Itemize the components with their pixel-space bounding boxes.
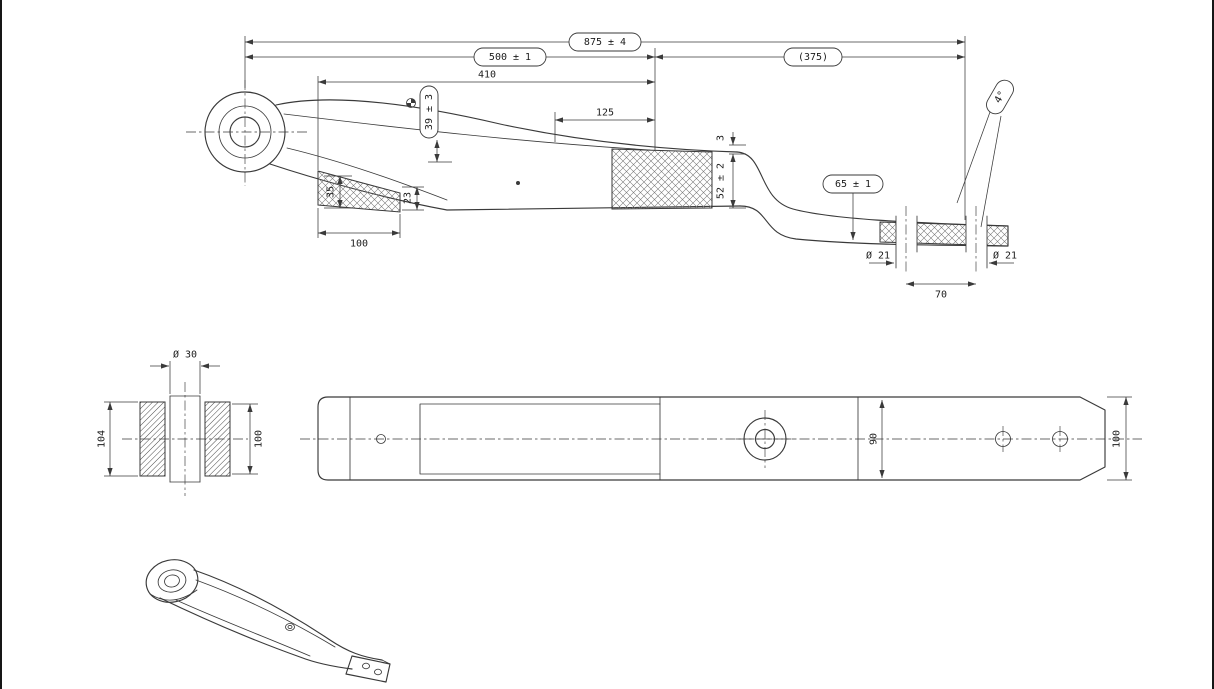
dim-end-width: 100 [1112, 430, 1123, 448]
hole-right-clear [966, 220, 987, 248]
dim-inner-width: 100 [254, 430, 265, 448]
eye-bore-circle [229, 116, 261, 148]
eye-outer-circle [204, 91, 286, 173]
stadium-875 [568, 32, 642, 52]
plan-small-hole-left [376, 434, 386, 444]
dim-eye-thickness: 39 ± 3 [424, 94, 435, 130]
dim-bore-dia: Ø 30 [173, 349, 197, 361]
sheet-edge-right [1212, 0, 1214, 689]
arm-bottom-bend [739, 205, 1009, 247]
iso-eye-rim [149, 589, 198, 601]
iso-end-plate [345, 655, 391, 683]
eye-bush-circle [218, 105, 272, 159]
dim-23-group: 23 [403, 192, 414, 204]
iso-arm-top-edge [193, 569, 383, 661]
dim-pad-thickness: 23 [403, 192, 414, 204]
angle-leader-2 [980, 115, 1002, 228]
dim-pad-length: 100 [350, 239, 368, 250]
dim-104-group: 104 [97, 430, 108, 448]
stadium-4deg [986, 79, 1014, 115]
dim-hole-spacing: 70 [935, 290, 947, 301]
mid-cross-section [611, 148, 713, 210]
dim-mid-width: 90 [869, 433, 880, 445]
center-mark-dot [516, 181, 520, 185]
sheet-edge-left [0, 0, 2, 689]
dim-hole-right-dia: Ø 21 [993, 250, 1017, 262]
stadium-39-group: 39 ± 3 [419, 85, 439, 139]
iso-boss-inner [287, 624, 293, 630]
iso-arm-bottom-edge [159, 597, 353, 670]
stadium-39 [419, 85, 439, 139]
dim-pad-height: 35 [326, 186, 337, 198]
hole-left-clear [896, 220, 917, 248]
plan-taper-panel [419, 403, 661, 475]
side-view-dimensions: 875 ± 4 500 ± 1 (375) 410 125 39 ± 3 [244, 32, 1017, 301]
dim-drop-height: 65 ± 1 [835, 179, 871, 190]
dim-35-group: 35 [326, 186, 337, 198]
iso-end-hole-2 [374, 668, 382, 676]
dim-mid-length: 125 [596, 108, 614, 119]
iso-eye-outer [145, 559, 199, 603]
arm-taper-line-upper [283, 113, 651, 151]
dim-front-section: 500 ± 1 [489, 52, 531, 63]
dim-taper-length: 410 [478, 70, 496, 81]
datum-target-quadrant [406, 103, 411, 108]
dim-outer-width: 104 [97, 430, 108, 448]
iso-boss-outer [285, 623, 295, 631]
bushing-section-view: Ø 30 104 100 [97, 349, 265, 496]
dim-overall-length: 875 ± 4 [584, 37, 626, 48]
dim-3-group: 3 [716, 135, 727, 141]
iso-plate-edge [381, 659, 391, 665]
stadium-375 [783, 47, 843, 67]
plan-outline [317, 396, 1106, 481]
iso-end-hole-1 [362, 662, 370, 670]
bushing-rubber-left [139, 401, 166, 477]
dim-rear-section-ref: (375) [798, 52, 828, 63]
dim-bend-angle: 4° [993, 89, 1009, 105]
arm-top-edge [275, 99, 738, 153]
stadium-4deg-group: 4° [986, 79, 1014, 115]
dim-body-height: 52 ± 2 [716, 163, 727, 199]
iso-eye-mid [157, 569, 187, 593]
plan-view: 90 100 [300, 396, 1142, 481]
stadium-500 [473, 47, 547, 67]
dim-52-group: 52 ± 2 [716, 163, 727, 199]
dim-100-bush-group: 100 [254, 430, 265, 448]
dim-90-group: 90 [869, 433, 880, 445]
dim-hole-left-dia: Ø 21 [866, 250, 890, 262]
angle-leader-1 [956, 111, 991, 204]
bushing-rubber-right [204, 401, 231, 477]
iso-arm-ridge-2 [175, 599, 311, 657]
dim-100-end-group: 100 [1112, 430, 1123, 448]
iso-view [145, 559, 391, 683]
arm-taper-line-lower [286, 147, 448, 201]
dim-step: 3 [716, 135, 727, 141]
iso-arm-ridge-1 [195, 579, 336, 648]
datum-target-quadrant [411, 98, 416, 103]
iso-eye-bore [164, 574, 180, 588]
